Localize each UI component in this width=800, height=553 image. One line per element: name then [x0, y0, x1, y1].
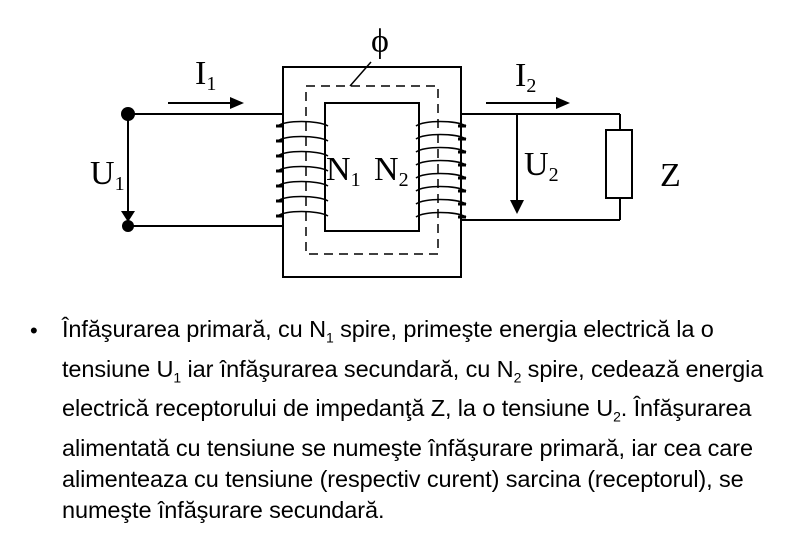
i2-arrow-head	[556, 97, 570, 109]
u2-arrow-head	[510, 200, 524, 214]
n1-label: N1	[326, 151, 361, 191]
n2-label: N2	[374, 151, 409, 191]
core-inner	[324, 102, 420, 232]
primary-bottom-terminal	[122, 220, 134, 232]
impedance-label: Z	[660, 157, 681, 194]
flux-path	[305, 85, 439, 255]
u1-label: U1	[90, 155, 125, 195]
transformer-diagram: ϕ I1 I2 U1 U2 N1 N2 Z	[90, 23, 681, 278]
u2-label: U2	[524, 146, 559, 186]
core-outer	[282, 66, 462, 278]
primary-winding	[276, 120, 329, 218]
primary-top-terminal	[121, 107, 135, 121]
i2-label: I2	[515, 57, 536, 97]
i1-arrow-head	[230, 97, 244, 109]
i1-label: I1	[195, 55, 216, 95]
bullet-marker: •	[30, 318, 38, 343]
flux-pointer	[349, 61, 372, 87]
description-text: Înfăşurarea primară, cu N1 spire, primeş…	[62, 316, 764, 524]
u1-arrow-head	[121, 211, 135, 222]
impedance-z	[605, 129, 633, 199]
secondary-winding	[415, 120, 467, 219]
flux-label: ϕ	[371, 23, 389, 60]
description-bullet: • Înfăşurarea primară, cu N1 spire, prim…	[30, 314, 790, 526]
